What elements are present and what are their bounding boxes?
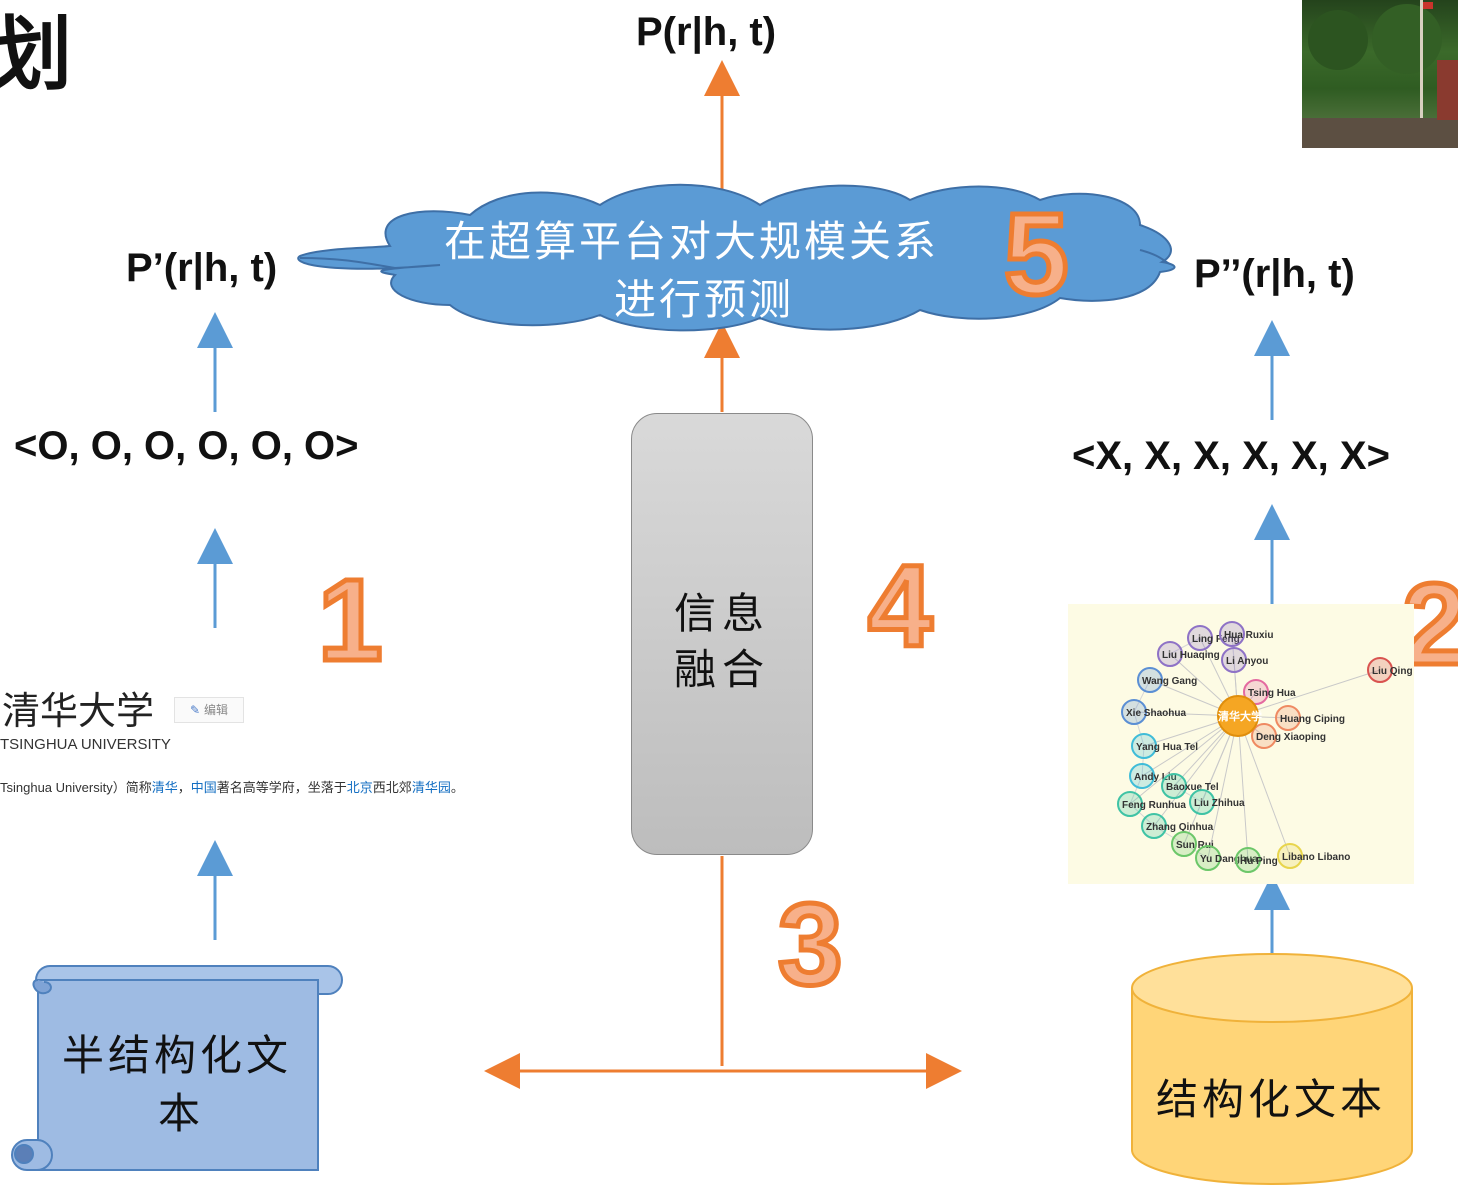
graph-node[interactable] xyxy=(1129,763,1155,789)
graph-node[interactable] xyxy=(1141,813,1167,839)
graph-edge xyxy=(1129,775,1143,805)
graph-node[interactable] xyxy=(1117,791,1143,817)
graph-node-label: Huang Ciping xyxy=(1280,714,1345,725)
graph-node[interactable] xyxy=(1219,621,1245,647)
step-number-4: 4 xyxy=(866,541,935,671)
graph-edge xyxy=(1173,785,1203,803)
vector-right: <X, X, X, X, X, X> xyxy=(1072,434,1390,478)
graph-node[interactable] xyxy=(1137,667,1163,693)
graph-edge xyxy=(1169,637,1201,655)
graph-node-label: Liu Huaqing xyxy=(1162,650,1220,661)
formula-top: P(r|h, t) xyxy=(636,10,777,54)
graph-edge xyxy=(1133,711,1145,747)
cylinder-label: 结构化文本 xyxy=(1156,1075,1387,1124)
graph-node-label: Baoxue Tel xyxy=(1166,782,1219,793)
graph-node-label: Wang Gang xyxy=(1142,676,1197,687)
formula-right: P’’(r|h, t) xyxy=(1194,252,1355,296)
graph-edge xyxy=(1133,679,1151,713)
graph-edge xyxy=(1129,715,1239,805)
graph-node-label: Feng Runhua xyxy=(1122,800,1186,811)
graph-edge xyxy=(1183,843,1209,859)
graph-node[interactable] xyxy=(1235,847,1261,873)
graph-edge xyxy=(1207,715,1239,859)
graph-node[interactable] xyxy=(1187,625,1213,651)
graph-node[interactable] xyxy=(1277,843,1303,869)
graph-node[interactable] xyxy=(1367,657,1393,683)
graph-node[interactable] xyxy=(1221,647,1247,673)
baike-title: 清华大学 xyxy=(2,689,155,733)
graph-node[interactable] xyxy=(1157,641,1183,667)
graph-node-label: Liu Qing xyxy=(1372,666,1413,677)
graph-edge xyxy=(1183,715,1239,845)
graph-node[interactable] xyxy=(1189,789,1215,815)
baike-link-qinghuayuan[interactable]: 清华园 xyxy=(411,780,451,795)
graph-node[interactable] xyxy=(1131,733,1157,759)
graph-center-label: 清华大学 xyxy=(1218,709,1262,723)
scroll-text-line1: 半结构化文 xyxy=(62,1031,293,1080)
cloud-shape xyxy=(297,183,1176,332)
cloud-text-line1: 在超算平台对大规模关系 xyxy=(444,217,940,266)
graph-node-label: Zhang Qinhua xyxy=(1146,822,1214,833)
graph-edge xyxy=(1237,715,1291,857)
graph-node-label: Deng Xiaoping xyxy=(1256,732,1326,743)
graph-node[interactable] xyxy=(1161,773,1187,799)
graph-center-node[interactable] xyxy=(1217,695,1259,737)
baike-subtitle: TSINGHUA UNIVERSITY xyxy=(0,736,171,753)
corner-title: 划 xyxy=(0,7,72,101)
fusion-box: 信息 融合 xyxy=(631,413,813,855)
graph-node[interactable] xyxy=(1171,831,1197,857)
baike-link-beijing[interactable]: 北京 xyxy=(346,780,373,795)
graph-node-label: Tsing Hua xyxy=(1248,688,1296,699)
graph-node-label: Hua Ruxiu xyxy=(1224,630,1273,641)
graph-node-label: Yu Danghua xyxy=(1200,854,1258,865)
scroll-text-line2: 本 xyxy=(158,1089,201,1138)
step-number-3: 3 xyxy=(776,879,845,1009)
graph-edge xyxy=(1153,825,1185,845)
graph-edge xyxy=(1231,633,1235,661)
baike-snippet: 清华大学 ✎ 编辑 TSINGHUA UNIVERSITY Tsinghua U… xyxy=(0,680,540,810)
graph-edge xyxy=(1153,715,1239,827)
graph-node[interactable] xyxy=(1121,699,1147,725)
graph-node-label: Sun Rui xyxy=(1176,840,1214,851)
baike-link-qinghua[interactable]: 清华 xyxy=(151,780,178,795)
baike-link-china[interactable]: 中国 xyxy=(190,780,217,795)
fusion-box-line1: 信息 xyxy=(673,589,770,638)
graph-node[interactable] xyxy=(1243,679,1269,705)
step-number-5: 5 xyxy=(1002,189,1071,319)
graph-edge xyxy=(1237,669,1381,717)
cylinder-shape xyxy=(1131,953,1413,1185)
step-number-1: 1 xyxy=(316,555,385,685)
baike-edit-label: 编辑 xyxy=(203,703,228,717)
pencil-icon: ✎ xyxy=(190,703,201,717)
graph-node-label: Xie Shaohua xyxy=(1126,708,1186,719)
vector-left: <O, O, O, O, O, O> xyxy=(14,424,359,468)
graph-node-label: Ling Feng xyxy=(1192,634,1240,645)
formula-left: P’(r|h, t) xyxy=(126,246,278,290)
cloud-text-line2: 进行预测 xyxy=(614,275,795,324)
graph-node[interactable] xyxy=(1251,723,1277,749)
graph-node-label: Libano Libano xyxy=(1282,852,1350,863)
graph-node-label: Liu Zhihua xyxy=(1194,798,1245,809)
campus-photo xyxy=(1302,0,1458,148)
graph-node-label: Yang Hua Tel xyxy=(1136,742,1198,753)
graph-edge xyxy=(1141,745,1145,777)
graph-node[interactable] xyxy=(1195,845,1221,871)
graph-node-label: Li Anyou xyxy=(1226,656,1268,667)
baike-description: Tsinghua University）简称清华，中国著名高等学府，坐落于北京西… xyxy=(0,780,464,795)
graph-node[interactable] xyxy=(1275,705,1301,731)
scroll-shape xyxy=(11,965,343,1171)
graph-edge xyxy=(1237,715,1249,861)
baike-edit-button[interactable]: ✎ 编辑 xyxy=(174,697,244,723)
graph-node-label: Andy Liu xyxy=(1134,772,1177,783)
graph-edge xyxy=(1129,803,1155,827)
fusion-box-line2: 融合 xyxy=(673,645,770,694)
graph-node-label: Hu Ping xyxy=(1240,856,1278,867)
